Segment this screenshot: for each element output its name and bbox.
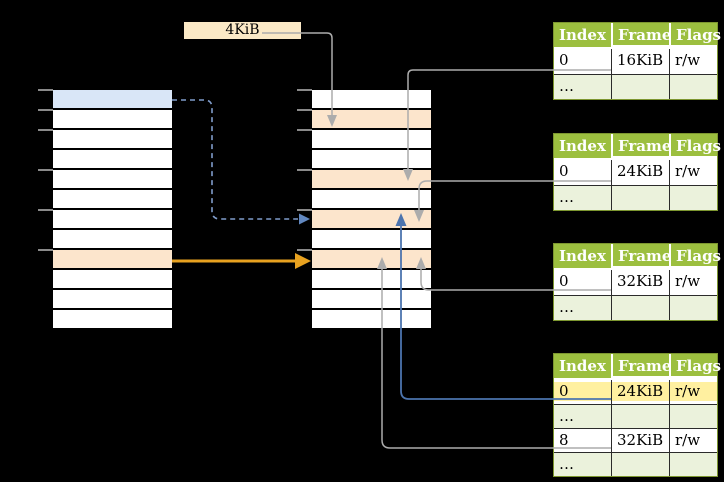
table-cell-ellipsis: …: [554, 185, 611, 210]
column-header-flags: Flags: [669, 244, 721, 268]
table-cell: r/w: [669, 270, 717, 295]
page-table-3: Index Frame Flags 0 32KiB r/w …: [553, 243, 721, 321]
physical-frame-row-3-white: [312, 150, 431, 168]
column-header-flags: Flags: [669, 23, 721, 47]
physical-frame-row-11-white: [312, 310, 431, 328]
virtual-page-row-6-white: [53, 210, 172, 228]
table-cell: [669, 452, 717, 476]
page-table-4: Index Frame Flags 0 24KiB r/w … 8 32KiB …: [553, 353, 721, 477]
physical-frame-row-7-white: [312, 230, 431, 248]
virtual-page-row-8-orange: [53, 250, 172, 268]
tick-mark: [38, 89, 53, 91]
physical-frame-row-10-white: [312, 290, 431, 308]
table-cell: [611, 74, 669, 99]
table-cell: 0: [554, 160, 611, 185]
virtual-page-row-9-white: [53, 270, 172, 288]
physical-memory-column: [312, 90, 431, 328]
tick-mark: [38, 169, 53, 171]
column-header-index: Index: [554, 244, 611, 270]
column-header-index: Index: [554, 134, 611, 160]
table-cell: r/w: [669, 160, 717, 185]
page-size-label: 4KiB: [183, 21, 302, 40]
tick-mark: [297, 89, 312, 91]
physical-frame-row-6-orange: [312, 210, 431, 228]
table-cell-highlighted: 0: [554, 380, 611, 404]
arrowhead-right-icon: [299, 213, 310, 225]
table-cell: 8: [554, 428, 611, 452]
physical-frame-row-5-white: [312, 190, 431, 208]
virtual-page-row-11-white: [53, 310, 172, 328]
tick-mark: [297, 109, 312, 111]
table-cell: [669, 295, 717, 320]
table-cell: 0: [554, 49, 611, 74]
column-header-index: Index: [554, 354, 611, 380]
tick-mark: [297, 169, 312, 171]
tick-mark: [297, 249, 312, 251]
arrowhead-right-icon: [295, 253, 311, 269]
table-cell: 0: [554, 270, 611, 295]
table-cell: [611, 295, 669, 320]
table-cell: 16KiB: [611, 49, 669, 74]
table-cell: [669, 74, 717, 99]
tick-mark: [38, 249, 53, 251]
table-cell: 32KiB: [611, 428, 669, 452]
table-cell: 32KiB: [611, 270, 669, 295]
virtual-page-row-10-white: [53, 290, 172, 308]
tick-mark: [38, 209, 53, 211]
tick-mark: [297, 129, 312, 131]
virtual-page-row-1-white: [53, 110, 172, 128]
physical-frame-row-9-white: [312, 270, 431, 288]
physical-frame-row-1-orange: [312, 110, 431, 128]
arrow-virtualblue-to-frame24: [172, 99, 298, 220]
column-header-frame: Frame: [611, 354, 671, 378]
column-header-frame: Frame: [611, 134, 671, 158]
table-cell: r/w: [669, 49, 717, 74]
page-table-2: Index Frame Flags 0 24KiB r/w …: [553, 133, 721, 211]
column-header-frame: Frame: [611, 244, 671, 268]
tick-mark: [297, 209, 312, 211]
physical-frame-row-0-white: [312, 90, 431, 108]
virtual-page-row-0-blue: [53, 90, 172, 108]
physical-frame-row-2-white: [312, 130, 431, 148]
column-header-frame: Frame: [611, 23, 671, 47]
column-header-flags: Flags: [669, 354, 721, 378]
table-cell: r/w: [669, 428, 717, 452]
table-cell: [611, 185, 669, 210]
page-table-1: Index Frame Flags 0 16KiB r/w …: [553, 22, 721, 100]
tick-mark: [38, 109, 53, 111]
table-cell-highlighted: 24KiB: [611, 380, 669, 404]
column-header-index: Index: [554, 23, 611, 49]
physical-frame-row-4-orange: [312, 170, 431, 188]
virtual-page-row-3-white: [53, 150, 172, 168]
tick-mark: [38, 129, 53, 131]
table-cell: [669, 404, 717, 428]
table-cell: [611, 404, 669, 428]
table-cell-ellipsis: …: [554, 452, 611, 476]
table-cell: [611, 452, 669, 476]
table-cell-ellipsis: …: [554, 404, 611, 428]
column-header-flags: Flags: [669, 134, 721, 158]
table-cell-highlighted: r/w: [669, 380, 717, 404]
virtual-memory-column: [53, 90, 172, 328]
virtual-page-row-7-white: [53, 230, 172, 248]
table-cell-ellipsis: …: [554, 74, 611, 99]
table-cell-ellipsis: …: [554, 295, 611, 320]
physical-frame-row-8-orange: [312, 250, 431, 268]
virtual-page-row-2-white: [53, 130, 172, 148]
table-cell: [669, 185, 717, 210]
table-cell: 24KiB: [611, 160, 669, 185]
virtual-page-row-5-white: [53, 190, 172, 208]
virtual-page-row-4-white: [53, 170, 172, 188]
